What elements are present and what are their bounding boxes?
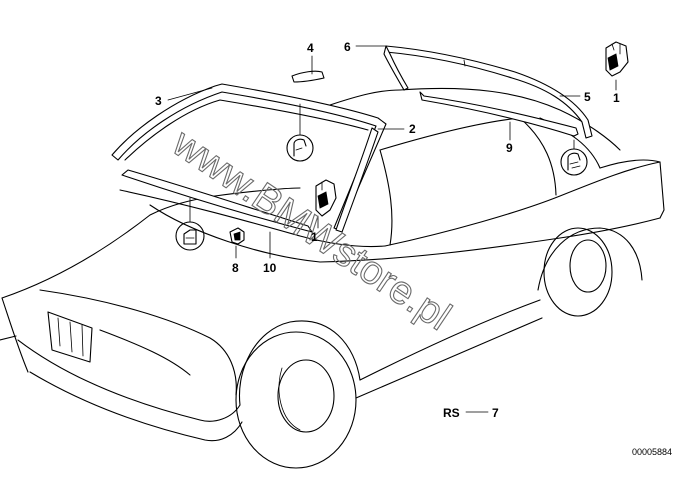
rear-seal-detail-icon [560, 148, 588, 176]
label-part-10: 10 [263, 261, 277, 275]
label-part-1-right: 1 [613, 91, 620, 105]
clip-cross-section-icon [175, 221, 205, 251]
clip-part-mid [315, 179, 337, 217]
label-part-2: 2 [409, 122, 416, 136]
label-part-9: 9 [506, 141, 513, 155]
roof-moldings [383, 45, 593, 139]
clip-part-8 [229, 227, 245, 245]
label-part-3: 3 [155, 94, 162, 108]
label-part-4: 4 [307, 41, 314, 55]
leader-lines [167, 45, 617, 413]
label-part-7: 7 [492, 406, 499, 420]
label-part-1-mid: 1 [311, 230, 318, 244]
windshield-profile-icon [286, 134, 314, 162]
rs-label: RS [443, 406, 460, 420]
cover-plate-part [291, 70, 325, 83]
small-parts [229, 41, 629, 245]
windshield-seals [111, 83, 387, 233]
part-labels: 6 4 3 2 5 1 9 1 8 10 RS 7 00005884 [155, 40, 672, 457]
label-part-6: 6 [344, 40, 351, 54]
clip-part-right [605, 41, 629, 77]
label-part-5: 5 [584, 90, 591, 104]
car-body-outline [0, 87, 665, 469]
label-part-8: 8 [232, 261, 239, 275]
diagram-code: 00005884 [632, 447, 672, 457]
